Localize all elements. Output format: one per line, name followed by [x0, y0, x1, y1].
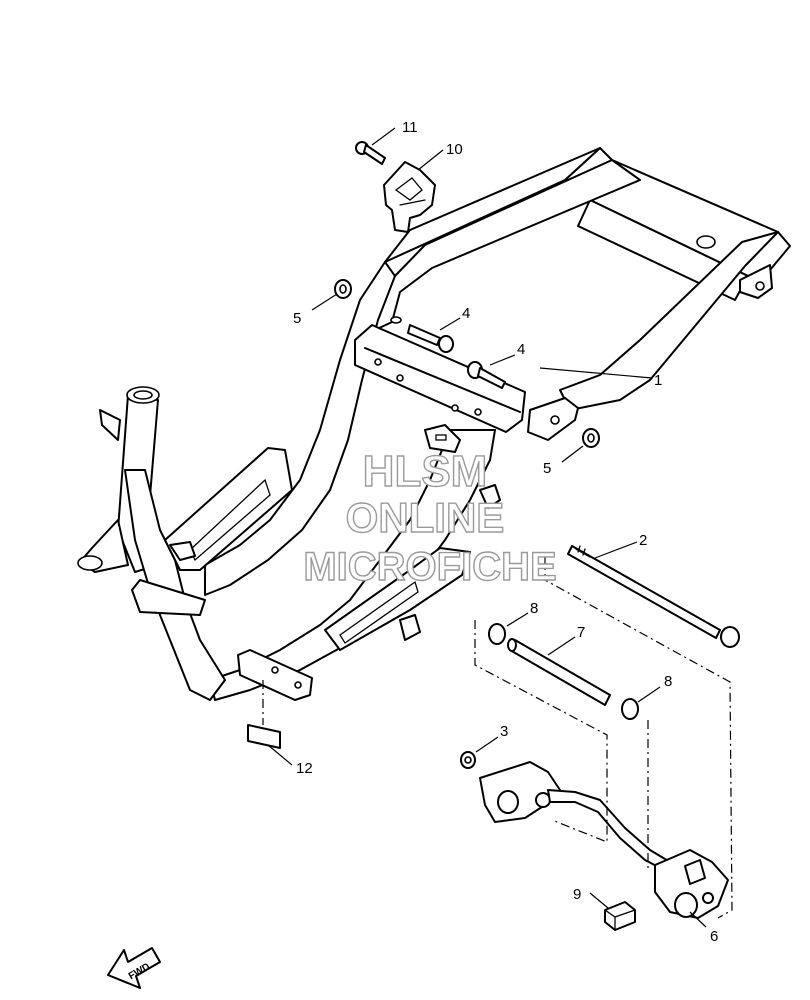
- callout-numbers: 1 2 3 4 4 5 5 6 7 8 8 9 10 11 12: [293, 119, 718, 945]
- nut-part-5-lower[interactable]: [582, 428, 600, 448]
- callout-7: 7: [577, 624, 585, 641]
- label-part-12[interactable]: [247, 724, 281, 749]
- main-frame[interactable]: [77, 147, 791, 701]
- callout-9: 9: [573, 886, 581, 903]
- watermark-line-2: ONLINE: [346, 494, 505, 541]
- callout-1: 1: [654, 372, 662, 389]
- bolt-part-4-upper[interactable]: [407, 324, 454, 353]
- shaft-part-7[interactable]: [507, 638, 611, 706]
- callout-3: 3: [500, 723, 508, 740]
- callout-12: 12: [296, 760, 313, 777]
- collar-part-8-right[interactable]: [621, 698, 639, 720]
- callout-8-upper: 8: [530, 600, 538, 617]
- callout-11: 11: [402, 119, 418, 136]
- nut-part-3[interactable]: [460, 751, 476, 769]
- bolt-part-11[interactable]: [355, 141, 386, 165]
- collar-part-8-left[interactable]: [488, 623, 506, 645]
- watermark: HLSM ONLINE MICROFICHE: [303, 446, 558, 589]
- fwd-arrow-icon: FWD: [107, 947, 161, 989]
- bolt-part-2[interactable]: [567, 545, 740, 648]
- watermark-line-1: HLSM: [363, 447, 488, 496]
- bracket-part-10[interactable]: [383, 161, 436, 233]
- assembly-outlines: [262, 555, 733, 919]
- callout-4-lower: 4: [517, 341, 525, 358]
- callout-10: 10: [446, 141, 463, 158]
- callout-6: 6: [710, 928, 718, 945]
- callout-5-upper: 5: [293, 310, 301, 327]
- callout-8-lower: 8: [664, 673, 672, 690]
- callout-2: 2: [639, 532, 647, 549]
- leader-lines: [267, 127, 707, 928]
- engine-hanger-part-6[interactable]: [479, 761, 729, 919]
- watermark-line-3: MICROFICHE: [303, 545, 556, 589]
- nut-part-5-upper[interactable]: [334, 279, 352, 299]
- block-part-9[interactable]: [604, 901, 636, 931]
- callout-5-lower: 5: [543, 460, 551, 477]
- bolt-part-4-lower[interactable]: [467, 361, 506, 389]
- callout-4-upper: 4: [462, 305, 470, 322]
